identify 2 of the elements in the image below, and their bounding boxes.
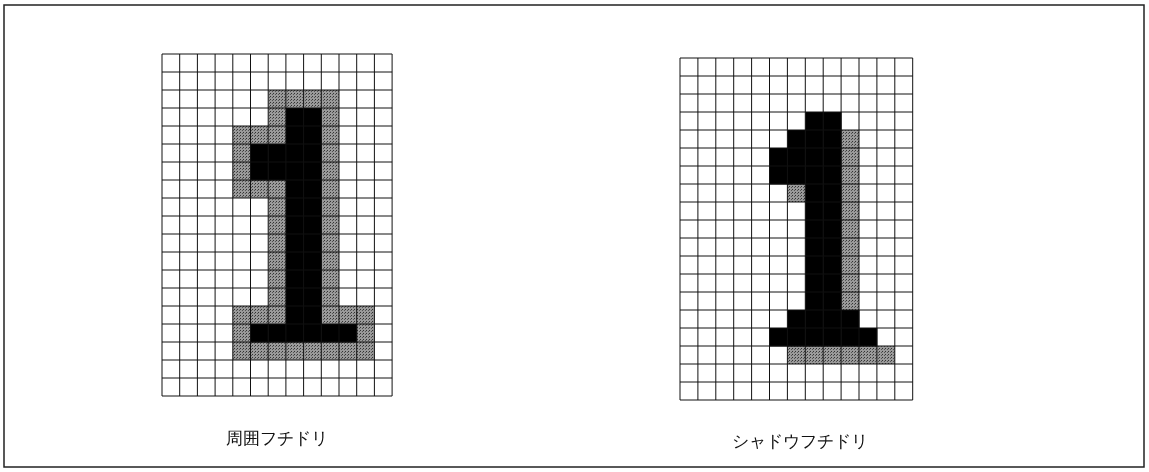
caption: 周囲フチドリ [226, 427, 328, 450]
caption: シャドウフチドリ [732, 430, 868, 453]
